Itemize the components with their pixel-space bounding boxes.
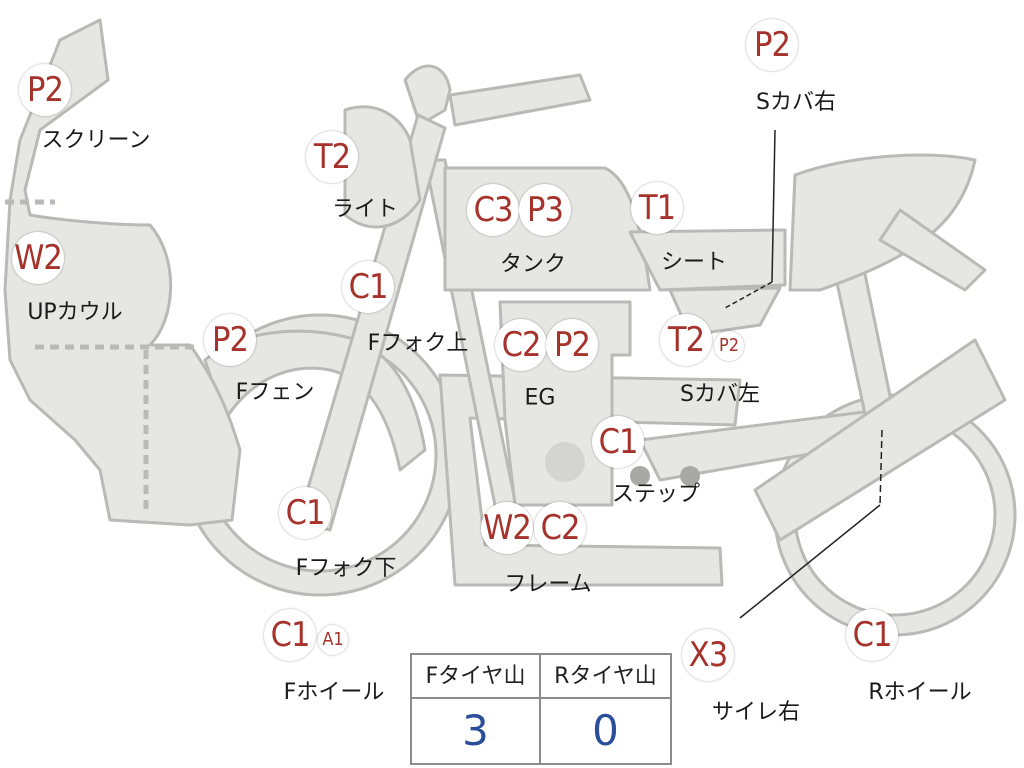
screen-label: スクリーン	[41, 128, 151, 153]
handlebar-grip-shape	[448, 73, 592, 127]
rear-tire-header: Rタイヤ山	[541, 655, 670, 699]
seat-label: シート	[660, 250, 728, 275]
tank-p-damage-badge: P3	[519, 184, 571, 236]
engine-p-damage-badge: P2	[546, 319, 598, 371]
step-peg-left	[630, 466, 650, 486]
seat-cover-right-label: Sカバ右	[756, 90, 836, 115]
fork-lower-damage-badge: C1	[279, 487, 331, 539]
engine-label: EG	[524, 385, 556, 411]
front-fender-damage-badge: P2	[204, 314, 256, 366]
seat-cover-right-damage-badge: P2	[746, 19, 798, 71]
front-fender-label: Fフェン	[235, 380, 315, 405]
screen-damage-badge: P2	[19, 64, 71, 116]
step-peg-right	[680, 466, 700, 486]
front-wheel-label: Fホイール	[283, 680, 385, 705]
front-tire-header: Fタイヤ山	[412, 655, 541, 699]
front-wheel-c-damage-badge: C1	[264, 609, 316, 661]
muffler-right-damage-badge: X3	[682, 629, 734, 681]
rear-wheel-label: Rホイール	[868, 680, 972, 705]
engine-c-damage-badge: C2	[495, 319, 547, 371]
rear-wheel-damage-badge: C1	[846, 609, 898, 661]
seat-cover-left-t-damage-badge: T2	[660, 314, 712, 366]
engine-cover-circle	[545, 442, 585, 482]
front-tire-value: 3	[412, 699, 541, 763]
fork-upper-damage-badge: C1	[342, 261, 394, 313]
rear-tire-value: 0	[592, 706, 619, 755]
leader-muffler-b	[739, 504, 881, 619]
light-damage-badge: T2	[306, 131, 358, 183]
muffler-shape	[753, 338, 1007, 542]
frame-w-damage-badge: W2	[481, 502, 533, 554]
fork-upper-label: Fフォク上	[367, 331, 469, 356]
leader-seat-cover-right-b	[724, 281, 773, 309]
upper-cowl-shape	[3, 18, 242, 527]
headlight-shape	[343, 105, 422, 229]
leader-muffler	[879, 429, 883, 506]
frame-c-damage-badge: C2	[534, 502, 586, 554]
up-cowl-damage-badge: W2	[12, 232, 64, 284]
rear-seat-shape	[788, 153, 977, 292]
muffler-right-label: サイレ右	[711, 700, 801, 725]
frame-label: フレーム	[504, 572, 592, 597]
up-cowl-label: UPカウル	[27, 300, 123, 325]
tire-tread-table: Fタイヤ山 Rタイヤ山 3 0	[410, 653, 672, 765]
leader-seat-cover-right	[771, 129, 776, 283]
front-wheel-a-damage-badge: A1	[318, 625, 348, 655]
front-fork-shape	[296, 113, 447, 532]
seat-shape	[628, 228, 787, 292]
light-label: ライト	[331, 197, 399, 222]
tail-shape	[878, 208, 987, 292]
tank-label: タンク	[499, 252, 567, 277]
fork-lower-label: Fフォク下	[295, 556, 397, 581]
tank-c-damage-badge: C3	[467, 184, 519, 236]
step-damage-badge: C1	[592, 416, 644, 468]
handlebar-shape	[403, 64, 452, 127]
seat-cover-left-label: Sカバ左	[680, 382, 760, 407]
step-label: ステップ	[611, 482, 701, 507]
seat-cover-left-p-damage-badge: P2	[714, 331, 744, 361]
seat-damage-badge: T1	[631, 182, 683, 234]
